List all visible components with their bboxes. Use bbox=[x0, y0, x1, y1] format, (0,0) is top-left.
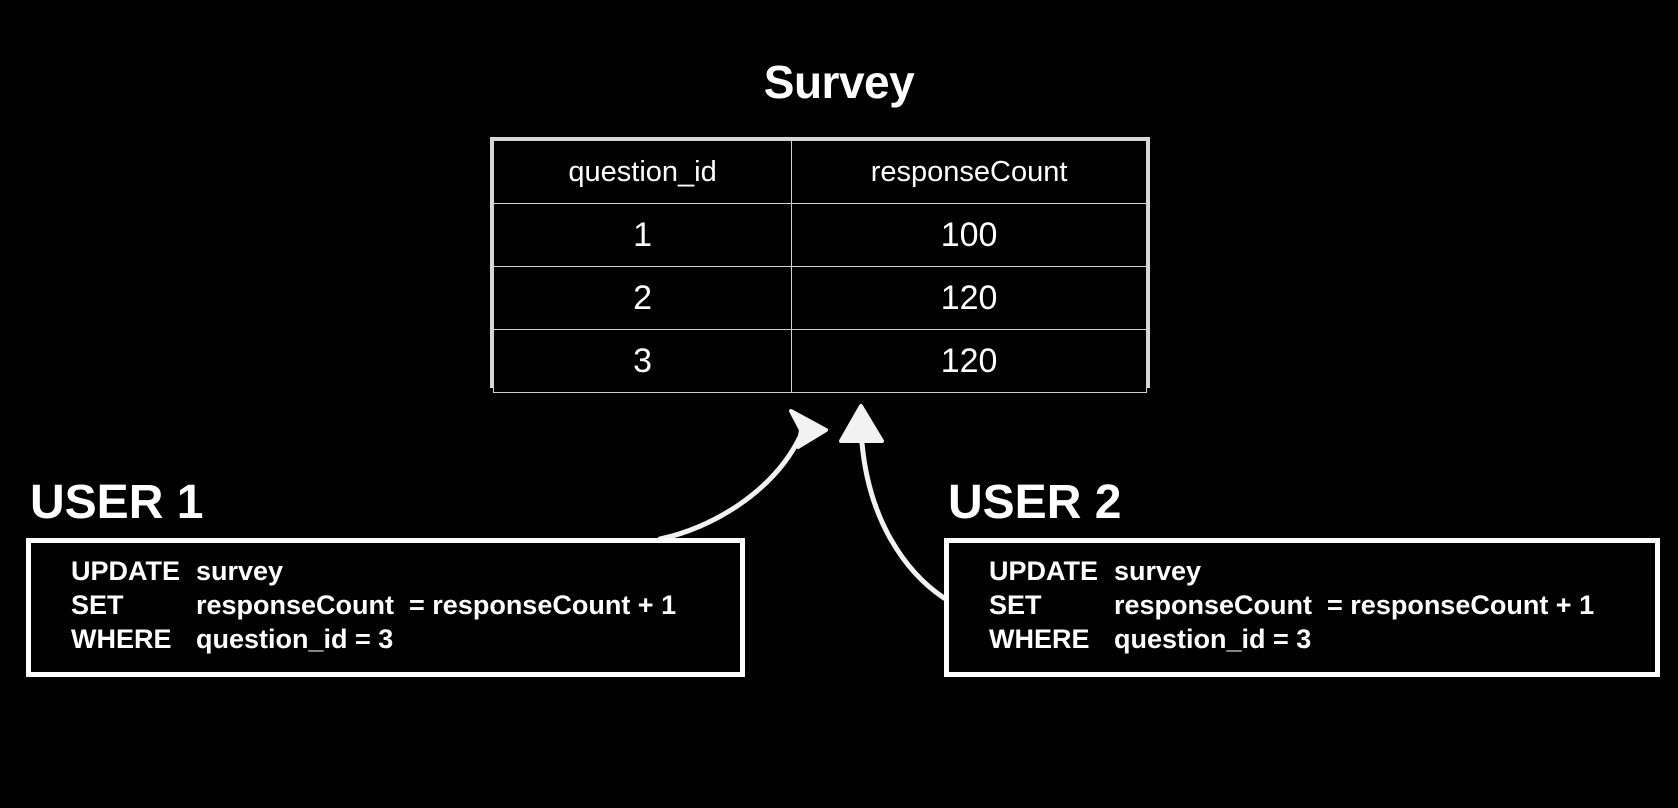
cell-question-id: 2 bbox=[492, 266, 793, 330]
sql-line-update: UPDATE survey bbox=[71, 555, 740, 589]
cell-response-count: 120 bbox=[791, 266, 1147, 330]
table-row: 1 100 bbox=[492, 203, 1147, 267]
sql-keyword-set: SET bbox=[989, 589, 1042, 620]
column-header-question-id: question_id bbox=[492, 140, 793, 204]
survey-table: question_id responseCount 1 100 2 120 3 … bbox=[490, 137, 1150, 393]
user-1-label: USER 1 bbox=[30, 476, 204, 529]
table-row: 2 120 bbox=[492, 266, 1147, 330]
sql-keyword-where: WHERE bbox=[71, 623, 172, 654]
cell-question-id: 3 bbox=[492, 329, 793, 393]
user1-to-table-arrow bbox=[657, 409, 828, 542]
user-1-sql-box: UPDATE survey SET responseCount = respon… bbox=[26, 538, 745, 677]
sql-where-clause: question_id = 3 bbox=[196, 623, 394, 654]
cell-response-count: 120 bbox=[791, 329, 1147, 393]
sql-line-where: WHERE question_id = 3 bbox=[71, 623, 740, 657]
sql-line-update: UPDATE survey bbox=[989, 555, 1655, 589]
page-title: Survey bbox=[763, 56, 915, 108]
sql-line-where: WHERE question_id = 3 bbox=[989, 623, 1655, 657]
table-header-row: question_id responseCount bbox=[492, 140, 1147, 204]
user-2-sql-box: UPDATE survey SET responseCount = respon… bbox=[944, 538, 1660, 677]
sql-keyword-update: UPDATE bbox=[71, 556, 181, 586]
sql-line-set: SET responseCount = responseCount + 1 bbox=[989, 589, 1655, 623]
column-header-response-count: responseCount bbox=[791, 140, 1147, 204]
sql-keyword-set: SET bbox=[71, 589, 124, 620]
sql-set-clause: responseCount = responseCount + 1 bbox=[1114, 589, 1595, 620]
sql-table-name: survey bbox=[196, 556, 284, 586]
cell-response-count: 100 bbox=[791, 203, 1147, 267]
user2-to-table-arrow bbox=[839, 404, 947, 601]
sql-keyword-where: WHERE bbox=[989, 623, 1090, 654]
sql-table-name: survey bbox=[1114, 556, 1202, 586]
cell-question-id: 1 bbox=[492, 203, 793, 267]
user-2-label: USER 2 bbox=[948, 476, 1122, 529]
sql-line-set: SET responseCount = responseCount + 1 bbox=[71, 589, 740, 623]
sql-keyword-update: UPDATE bbox=[989, 556, 1099, 586]
table-row: 3 120 bbox=[492, 329, 1147, 393]
sql-set-clause: responseCount = responseCount + 1 bbox=[196, 589, 677, 620]
sql-where-clause: question_id = 3 bbox=[1114, 623, 1312, 654]
